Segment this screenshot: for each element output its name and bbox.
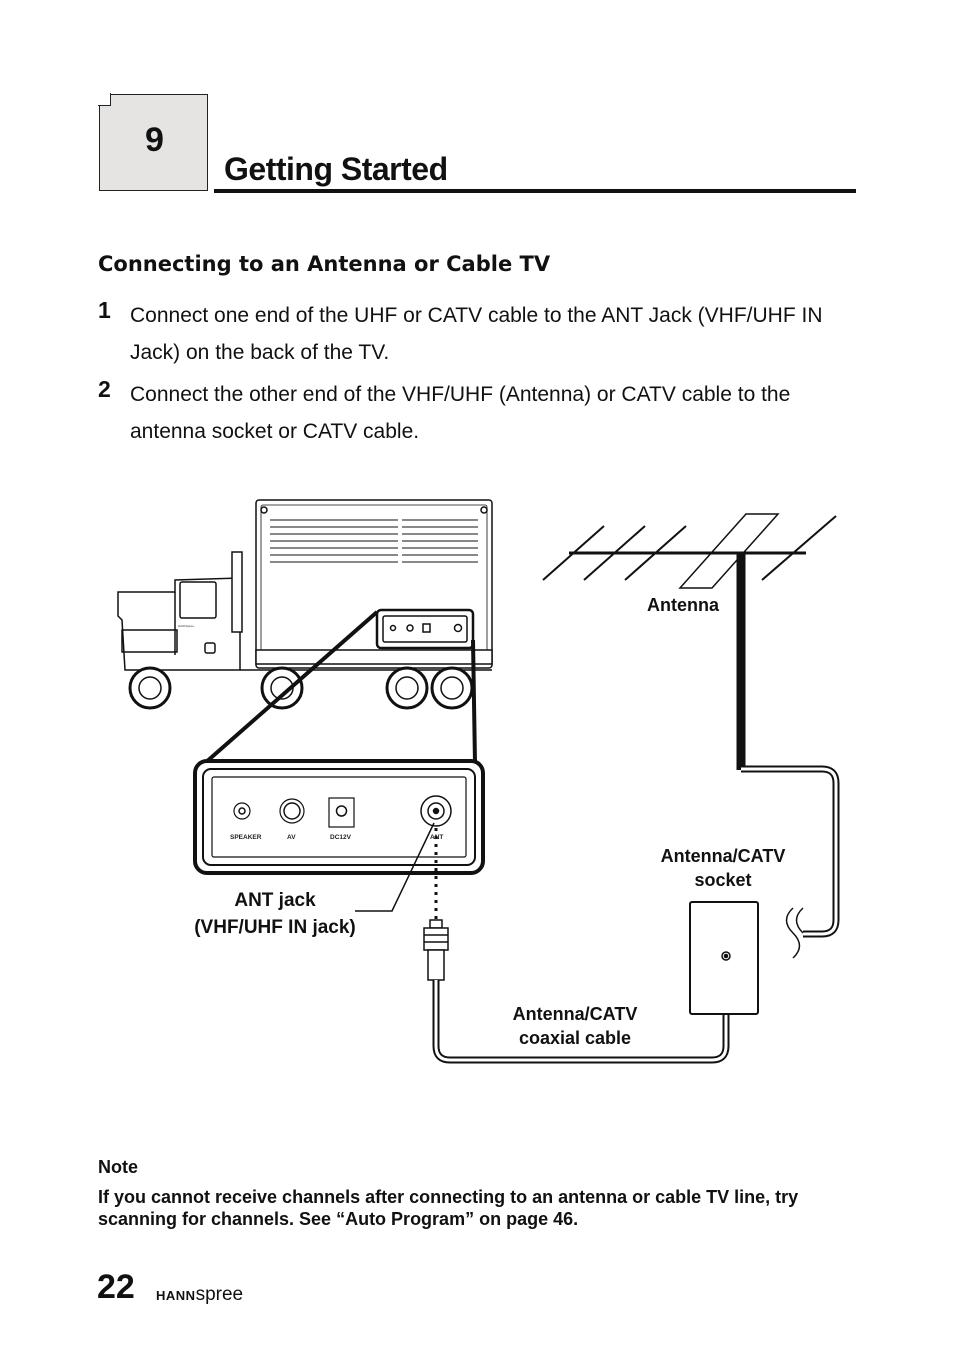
brand-logo: HANNspree [156, 1284, 243, 1306]
ant-jack-label-line2: (VHF/UHF IN jack) [194, 917, 356, 938]
cable-label-line2: coaxial cable [518, 1028, 632, 1048]
ant-jack-pointer [355, 822, 435, 912]
step-text: Connect one end of the UHF or CATV cable… [130, 304, 823, 364]
brand-light: spree [195, 1284, 244, 1305]
section-heading: Connecting to an Antenna or Cable TV [98, 252, 551, 276]
antenna [542, 513, 837, 770]
note-title: Note [98, 1157, 138, 1177]
note-text: If you cannot receive channels after con… [98, 1187, 799, 1229]
socket-label-line2: socket [694, 870, 752, 890]
vent-grille [270, 519, 478, 563]
cable-label-line1: Antenna/CATV [512, 1004, 638, 1024]
coax-plug [423, 919, 449, 981]
ant-jack-label: ANT jack (VHF/UHF IN jack) [170, 887, 380, 941]
step-number: 2 [98, 376, 111, 402]
chapter-tab: 9 [98, 93, 208, 191]
connection-diagram: SPEAKER AV DC12V ANT HANNspree Antenna A… [0, 480, 954, 1100]
panel-label-av: AV [287, 834, 296, 841]
socket-label: Antenna/CATV socket [638, 844, 808, 892]
brand-bold: HANN [156, 1288, 196, 1303]
step-text: Connect the other end of the VHF/UHF (An… [130, 383, 791, 443]
chapter-number: 9 [145, 121, 164, 159]
step-number: 1 [98, 297, 111, 323]
zoom-line-left [203, 610, 379, 765]
wall-socket [689, 901, 759, 1015]
coax-cable-inner [434, 958, 728, 1062]
trailer-body [255, 499, 493, 669]
panel-label-ant: ANT [430, 834, 443, 841]
antenna-label: Antenna [647, 595, 719, 615]
panel-label-dc: DC12V [330, 834, 352, 841]
chapter-title: Getting Started [224, 151, 448, 187]
diagram-illustration: SPEAKER AV DC12V ANT HANNspree [117, 499, 840, 1064]
page-number: 22 [97, 1268, 135, 1306]
enlarged-panel [193, 759, 485, 875]
truck-wheels [128, 666, 474, 710]
truck-brand-label: HANNspree [178, 624, 194, 628]
panel-label-speaker: SPEAKER [230, 834, 262, 841]
title-rule [214, 189, 856, 193]
ant-jack-label-line1: ANT jack [234, 890, 316, 911]
chapter-tab-notch [98, 93, 111, 106]
zoom-line-right [471, 639, 477, 764]
cable-label: Antenna/CATV coaxial cable [490, 1002, 660, 1050]
socket-label-line1: Antenna/CATV [660, 846, 786, 866]
